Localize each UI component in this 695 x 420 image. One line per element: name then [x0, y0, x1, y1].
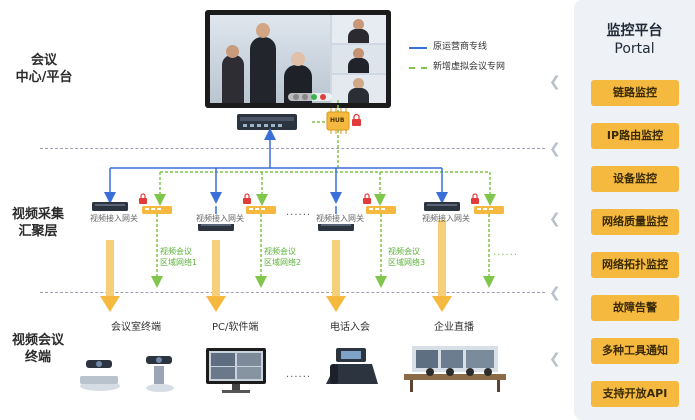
chevron-left-icon: ❮ — [549, 74, 561, 90]
chevron-left-icon: ❮ — [549, 285, 561, 301]
subnet-line2: 区域网络2 — [264, 258, 302, 267]
portal-item-network-quality-monitor[interactable]: 网络质量监控 — [591, 209, 679, 235]
person-figure — [353, 78, 364, 89]
router-icon — [246, 206, 276, 214]
ellipsis: ...... — [286, 207, 312, 218]
subnet-line1: 视频会议 — [160, 247, 192, 256]
person-figure — [348, 29, 369, 43]
portal-item-ip-route-monitor[interactable]: IP路由监控 — [591, 123, 679, 149]
gateway-label: 视频接入网关 — [316, 214, 364, 224]
legend-blue-label: 原运营商专线 — [433, 42, 488, 52]
subnet-line2: 区域网络3 — [388, 258, 426, 267]
person-figure — [348, 88, 369, 103]
gateway-label: 视频接入网关 — [422, 214, 470, 223]
router-icon — [366, 206, 396, 214]
arrow-down-icon — [326, 240, 346, 312]
person-figure — [256, 23, 270, 38]
person-figure — [353, 48, 364, 59]
monitor-icon — [205, 10, 391, 108]
desk-phone-icon — [326, 348, 378, 384]
portal-item-fault-alarm[interactable]: 故障告警 — [591, 295, 679, 321]
gateway-label: 视频接入网关 — [196, 214, 244, 224]
endpoint-label: PC/软件端 — [212, 322, 259, 333]
lock-icon — [139, 193, 147, 204]
arrow-down-icon — [206, 240, 226, 312]
hangup-button-icon — [320, 94, 326, 100]
gateway-label: 视频接入网关 — [90, 214, 138, 223]
portal-title-line2: Portal — [614, 41, 655, 57]
portal-item-network-topology-monitor[interactable]: 网络拓扑监控 — [591, 252, 679, 278]
endpoint-label: 会议室终端 — [111, 322, 161, 333]
ellipsis: ...... — [286, 369, 312, 380]
separator-bottom — [40, 292, 545, 293]
portal-item-open-api[interactable]: 支持开放API — [591, 381, 679, 407]
separator-top — [40, 148, 545, 149]
layer-label-center-text: 会议 中心/平台 — [15, 53, 73, 85]
subnet-label: 视频会议 区域网络2 — [264, 246, 301, 268]
person-figure — [222, 55, 244, 103]
layer-label-gather: 视频采集 汇聚层 — [6, 206, 70, 240]
video-conference-screen — [210, 15, 386, 103]
chevron-left-icon: ❮ — [549, 141, 561, 157]
legend-green-line — [409, 67, 427, 69]
monitoring-portal-panel: 监控平台 Portal 链路监控 IP路由监控 设备监控 网络质量监控 网络拓扑… — [574, 0, 695, 420]
router-icon — [474, 206, 504, 214]
switch-icon — [237, 114, 297, 130]
gateway-icon — [318, 222, 354, 231]
gateway-icon — [424, 202, 460, 211]
ellipsis: ...... — [493, 247, 519, 258]
gateway-icon — [92, 202, 128, 211]
person-figure — [291, 52, 305, 66]
subnet-label: 视频会议 区域网络1 — [160, 246, 197, 268]
person-figure — [353, 19, 364, 30]
legend-green-label: 新增虚拟会议专网 — [433, 62, 506, 72]
router-icon — [142, 206, 172, 214]
livestream-room-icon — [404, 346, 506, 392]
person-figure — [226, 45, 239, 58]
mic-button-icon — [293, 94, 299, 100]
hub-label: HUB — [330, 117, 345, 124]
subnet-line2: 区域网络1 — [160, 258, 198, 267]
person-figure — [348, 58, 369, 73]
pc-monitor-icon — [206, 348, 266, 393]
endpoint-label: 电话入会 — [330, 322, 370, 333]
layer-label-center: 会议 中心/平台 — [14, 52, 74, 86]
layer-label-gather-text: 视频采集 汇聚层 — [11, 207, 64, 239]
portal-item-multi-tool-notify[interactable]: 多种工具通知 — [591, 338, 679, 364]
lock-icon — [363, 193, 371, 204]
portal-item-link-monitor[interactable]: 链路监控 — [591, 80, 679, 106]
person-figure — [250, 37, 276, 103]
legend-blue-line — [409, 47, 427, 49]
lock-icon — [243, 193, 251, 204]
arrow-down-icon — [100, 240, 120, 312]
chevron-left-icon: ❮ — [549, 351, 561, 367]
call-control-bar — [288, 93, 332, 101]
chevron-left-icon: ❮ — [549, 211, 561, 227]
portal-title-line1: 监控平台 — [606, 23, 663, 39]
accept-button-icon — [311, 94, 317, 100]
subnet-line1: 视频会议 — [388, 247, 420, 256]
lock-icon — [352, 113, 361, 126]
portal-item-device-monitor[interactable]: 设备监控 — [591, 166, 679, 192]
layer-label-terminal-text: 视频会议 终端 — [11, 333, 64, 365]
endpoint-label: 企业直播 — [434, 322, 474, 333]
conference-camera-icon — [80, 356, 174, 392]
subnet-label: 视频会议 区域网络3 — [388, 246, 425, 268]
video-button-icon — [302, 94, 308, 100]
arrow-down-icon — [432, 220, 452, 312]
gateway-icon — [198, 222, 234, 231]
lock-icon — [471, 193, 479, 204]
subnet-line1: 视频会议 — [264, 247, 296, 256]
layer-label-terminal: 视频会议 终端 — [6, 332, 70, 366]
